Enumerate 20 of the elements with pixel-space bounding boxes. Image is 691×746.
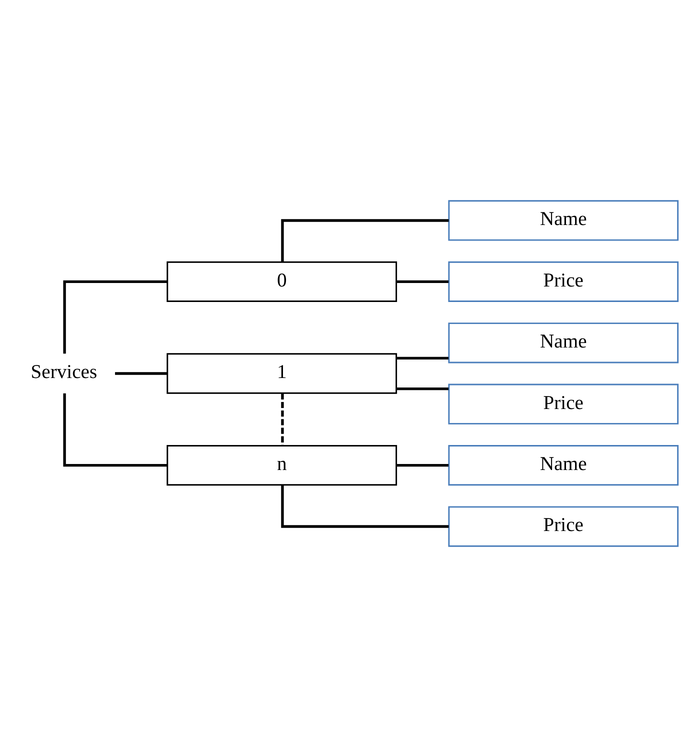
node-box: Price [448, 506, 679, 546]
node-box: 0 [166, 260, 398, 302]
connector [63, 392, 168, 466]
connector [281, 392, 284, 445]
node-box: 1 [166, 352, 398, 394]
node-box: Name [448, 200, 679, 240]
node-text: Services [30, 362, 98, 383]
connector [281, 484, 449, 528]
node-box: Price [448, 383, 679, 424]
node-box: Name [448, 444, 679, 486]
connector [396, 356, 449, 360]
node-box: Price [448, 260, 679, 302]
node-box: n [166, 444, 398, 486]
connector [396, 280, 449, 283]
connector [115, 372, 167, 374]
node-box: Name [448, 322, 679, 363]
connector [396, 463, 449, 466]
connector [396, 386, 449, 390]
connector [63, 280, 168, 354]
connector [281, 218, 449, 262]
